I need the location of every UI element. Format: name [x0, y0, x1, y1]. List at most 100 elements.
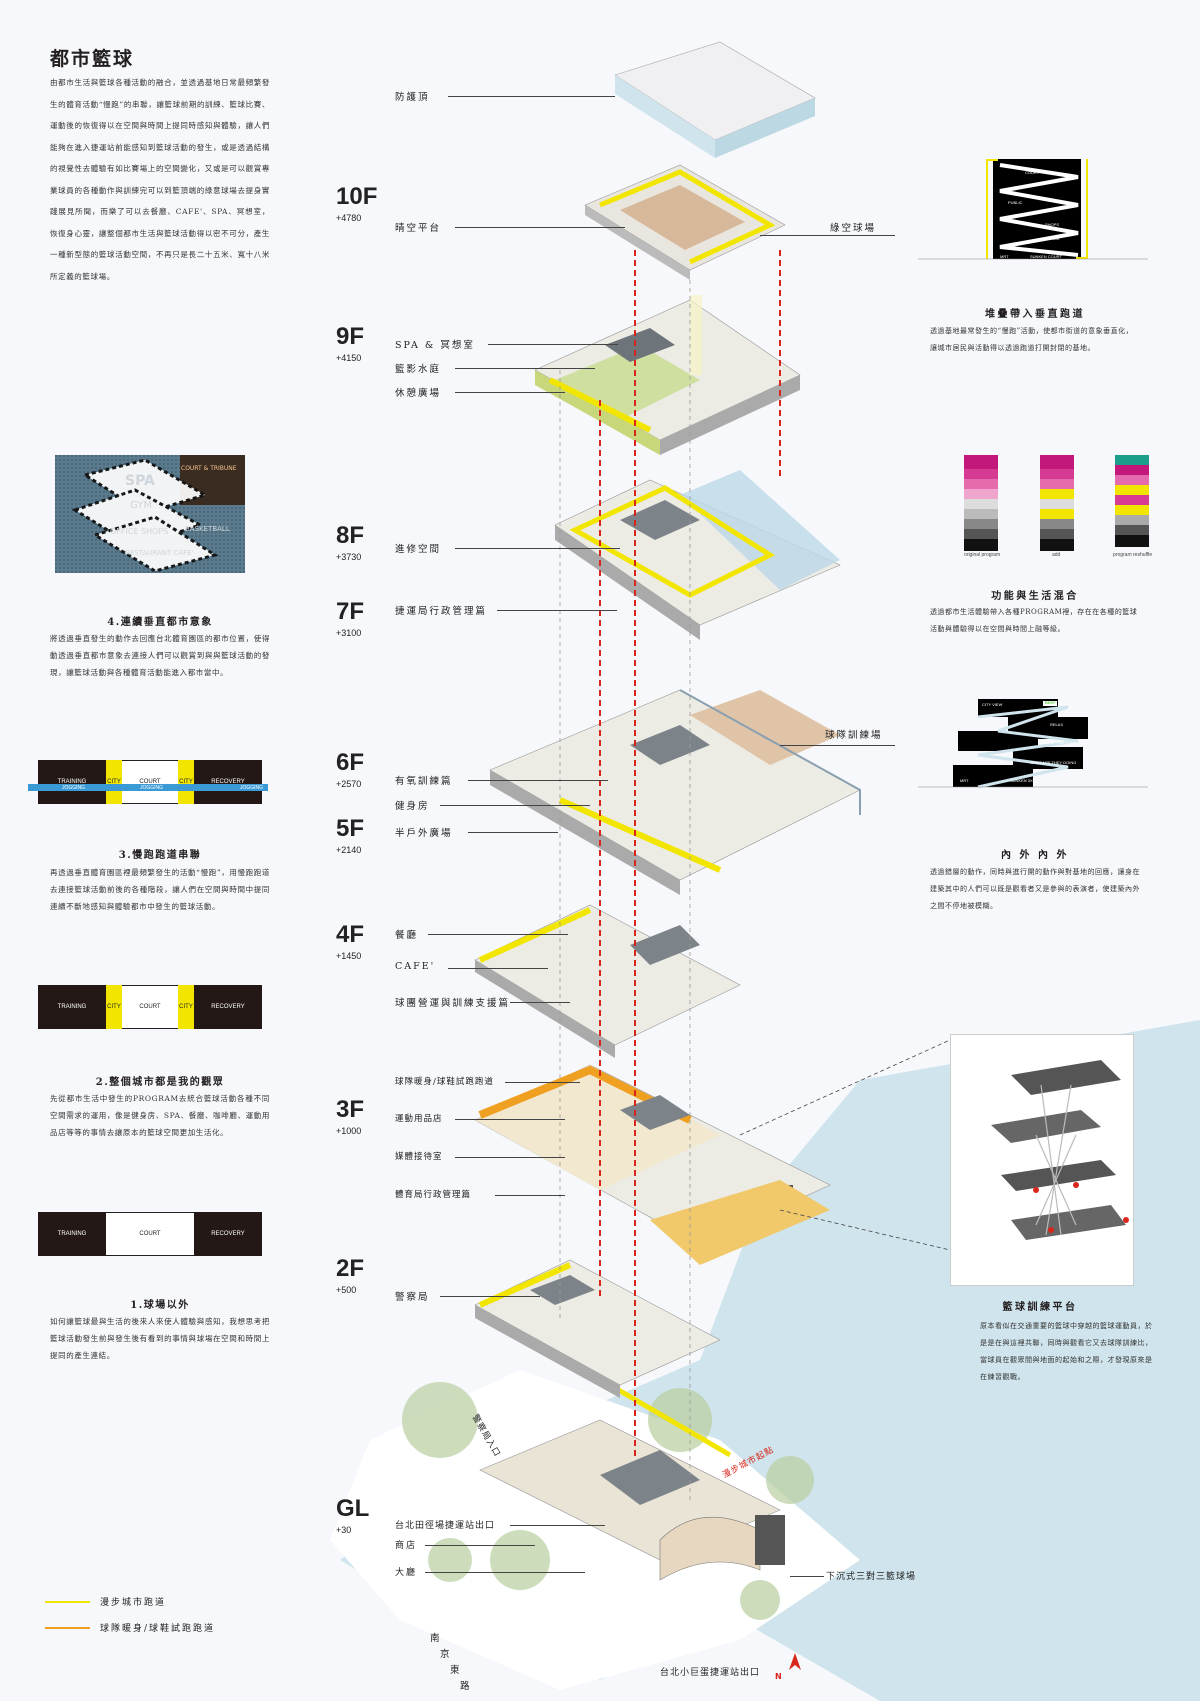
d3-label-relax: RELAX	[1050, 722, 1064, 727]
site-photo: SPA COURT & TRIBUNE GYM OFFICE SHOPS RES…	[55, 455, 245, 573]
leader-f4-support	[510, 1002, 570, 1003]
photo-label-spa: SPA	[125, 473, 155, 489]
leader-f5	[468, 832, 558, 833]
leader-gl-shop	[425, 1545, 535, 1546]
strip2-recovery: RECOVERY	[194, 985, 262, 1029]
leader-f6-aerobic	[468, 780, 608, 781]
section-3-body: 再透過垂直體育園區裡最頻繁發生的活動“慢跑”，用慢跑跑道去連接籃球活動前後的各種…	[50, 868, 270, 911]
label-f6-aerobic: 有氧訓練篇	[395, 776, 453, 787]
north-arrow-icon	[789, 1653, 801, 1670]
leader-f9-pool	[455, 368, 595, 369]
d2-bar-original	[964, 455, 998, 551]
d3-label-view: CITY VIEW	[982, 702, 1003, 707]
d2-bar-add	[1040, 455, 1074, 551]
d2-caption-reshuffle: program reshuffle	[1113, 552, 1153, 558]
d1-label-public: PUBLIC	[1008, 200, 1023, 205]
section-2-body: 先從都市生活中發生的PROGRAM去統合籃球活動各種不同空間需求的運用，像是健身…	[50, 1094, 270, 1137]
site-photo-graphic	[55, 455, 245, 573]
leader-f10-right	[760, 235, 895, 236]
label-f6-right: 球隊訓練場	[825, 730, 883, 741]
d1-body: 透過基地最常發生的“慢跑”活動，使都市街道的意象垂直化，讓城市居民與活動得以透過…	[930, 327, 1134, 352]
strip1-court: COURT	[106, 1212, 194, 1256]
label-f3-media: 媒體接待室	[395, 1152, 443, 1162]
strip-court: TRAINING COURT RECOVERY	[38, 1212, 262, 1256]
floor-10f: 10F+4780	[336, 183, 378, 223]
floor-4f: 4F+1450	[336, 921, 365, 961]
leader-f3-warmup	[505, 1082, 580, 1083]
leader-f4-restaurant	[428, 934, 568, 935]
leader-f4-cafe	[448, 968, 548, 969]
f6-edge	[490, 770, 680, 895]
leader-f6-gym	[440, 805, 590, 806]
sunken-court	[659, 1516, 761, 1581]
section-1-heading: 1.球場以外	[130, 1300, 190, 1311]
leader-f7	[497, 610, 617, 611]
label-f3-warmup: 球隊暖身/球鞋試跑跑道	[395, 1077, 494, 1087]
d3-label-beef: BEEF	[1045, 700, 1056, 705]
leader-f9-spa	[488, 344, 618, 345]
legend-swatch-warmup	[45, 1627, 90, 1629]
floor-8f: 8F+3730	[336, 522, 365, 562]
strip3-city-b: CITY	[178, 760, 194, 804]
jogging-label-3: JOGGING	[240, 785, 264, 791]
d2-caption-original: original program	[964, 552, 1001, 558]
leader-gl-lobby	[425, 1572, 585, 1573]
road-char-4: 路	[460, 1681, 472, 1692]
strip3-recovery: RECOVERY	[194, 760, 262, 804]
d1-label-sunken: SUNKEN COURT	[1030, 254, 1062, 259]
label-gl-exit: 台北小巨蛋捷運站出口	[660, 1668, 761, 1678]
leader-f3-admin	[495, 1195, 565, 1196]
photo-label-cafe: RESTAURANT CAFE'	[125, 549, 194, 557]
photo-label-court: COURT & TRIBUNE	[181, 465, 237, 472]
photo-label-gym: GYM	[130, 500, 152, 511]
d3-label-sunken: SUNKEN 3X3	[1010, 778, 1035, 783]
leader-gl-sunken	[790, 1576, 824, 1577]
leader-f3-shop	[455, 1119, 565, 1120]
leader-f8	[455, 548, 620, 549]
leader-f3-media	[455, 1157, 565, 1158]
road-char-2: 京	[440, 1649, 452, 1660]
leader-f6-right	[780, 745, 895, 746]
floor-3f: 3F+1000	[336, 1096, 365, 1136]
label-f3-admin: 體育局行政管理篇	[395, 1190, 472, 1200]
legend-label-warmup: 球隊暖身/球鞋試跑跑道	[100, 1624, 216, 1634]
leader-f9-plaza	[455, 392, 565, 393]
section-4-heading: 4.連續垂直都市意象	[107, 617, 213, 628]
road-char-1: 南	[430, 1633, 442, 1644]
section-1-body: 如何讓籃球最與生活的後來人來使人體驗與感知，我想思考把籃球活動發生前與發生後有看…	[50, 1317, 270, 1360]
leader-training-platform-2	[779, 1209, 951, 1251]
f2-slab	[474, 1259, 721, 1386]
f6-court	[690, 690, 840, 765]
f4-jog	[478, 907, 592, 963]
f10-edge	[585, 205, 690, 280]
label-gl-sunken: 下沉式三對三籃球場	[826, 1572, 917, 1582]
d4-heading: 籃球訓練平台	[1002, 1302, 1078, 1313]
strip3-city-a: CITY	[106, 760, 122, 804]
label-f9-pool: 籃影水庭	[395, 364, 442, 375]
f2-core	[530, 1275, 595, 1305]
label-gl-mrt: 台北田徑場捷運站出口	[395, 1521, 496, 1531]
strip-city: TRAINING CITY COURT CITY RECOVERY	[38, 985, 262, 1029]
jogging-label-2: JOGGING	[140, 785, 164, 791]
photo-label-office: OFFICE SHOPS	[110, 527, 169, 536]
label-f2: 警察局	[395, 1292, 430, 1303]
label-f5: 半戶外廣場	[395, 828, 453, 839]
jogging-bar	[28, 784, 268, 791]
label-f10: 晴空平台	[395, 223, 442, 234]
f4-core	[630, 925, 700, 965]
f2-edge	[475, 1305, 620, 1398]
label-f8: 進修空間	[395, 544, 442, 555]
f9-edge-right	[660, 375, 800, 455]
alignment-lines	[559, 280, 691, 1500]
label-f9-spa: SPA & 冥想室	[395, 340, 475, 351]
f6-core	[630, 725, 710, 765]
f8-glass-roof	[680, 470, 840, 590]
d1-label-shops: SHOPS	[1045, 222, 1060, 227]
gl-core	[600, 1450, 700, 1505]
f4-slab	[474, 904, 741, 1046]
strip-jogging: TRAINING CITY COURT CITY RECOVERY	[38, 760, 262, 804]
photo-label-basketball: BASKETBALL	[185, 525, 230, 533]
d3-label-behind: BEHIND THE GAME	[1040, 740, 1078, 745]
label-f4-cafe: CAFE'	[395, 961, 436, 972]
f4-edge	[475, 960, 615, 1058]
